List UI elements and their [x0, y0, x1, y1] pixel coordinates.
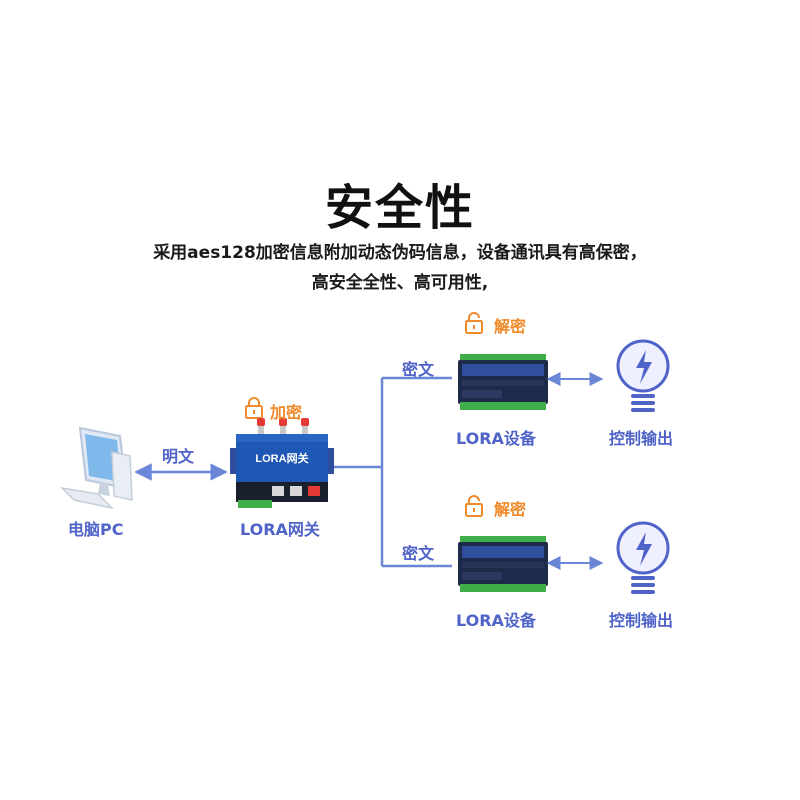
device-label-2: LORA设备: [456, 611, 536, 630]
lightbulb-icon-2: [616, 521, 670, 594]
plaintext-label: 明文: [162, 447, 195, 466]
lock-icon-branch-2: [465, 495, 483, 517]
subtitle-line-2: 高安全全性、高可用性,: [311, 273, 489, 293]
subtitle-line-1: 采用aes128加密信息附加动态伪码信息，设备通讯具有高保密，: [153, 243, 647, 263]
pc-label: 电脑PC: [68, 520, 124, 539]
lightbulb-icon-1: [616, 339, 670, 412]
output-label-1: 控制输出: [609, 429, 674, 448]
computer-icon: [59, 426, 133, 510]
lock-icon-gateway: [245, 397, 263, 419]
ciphertext-label-1: 密文: [402, 360, 435, 379]
gateway-label: LORA网关: [240, 520, 320, 539]
ciphertext-label-2: 密文: [402, 544, 435, 563]
gateway-device-text: LORA网关: [255, 451, 308, 465]
lock-icon-branch-1: [465, 312, 483, 334]
decrypt-label-1: 解密: [494, 317, 527, 336]
lora-device-1: [458, 354, 548, 410]
device-label-1: LORA设备: [456, 429, 536, 448]
gateway-device: [230, 418, 334, 508]
decrypt-label-2: 解密: [494, 500, 527, 519]
output-label-2: 控制输出: [609, 611, 674, 630]
branch-connector: [334, 376, 452, 568]
page-title: 安全性: [324, 180, 475, 236]
lora-device-2: [458, 536, 548, 592]
encrypt-label: 加密: [270, 403, 303, 422]
